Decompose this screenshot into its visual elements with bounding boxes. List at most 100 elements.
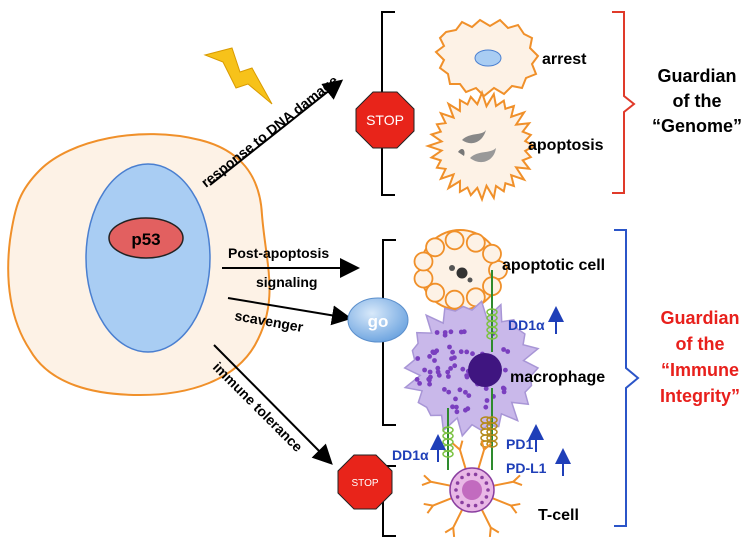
pd1-label: PD1 [506, 436, 533, 452]
macrophage-granule [454, 409, 460, 415]
t-cell-granule [484, 495, 489, 499]
t-cell [421, 440, 523, 538]
macrophage-granule [458, 349, 464, 355]
apoptotic-cell [413, 229, 508, 311]
guardian-genome-line-1: Guardian [657, 66, 736, 86]
dd1a-left-label: DD1α [392, 447, 429, 463]
t-cell-receptor-spike [477, 440, 492, 470]
macrophage-granule [450, 404, 455, 410]
macrophage-granule [448, 366, 453, 371]
t-cell-receptor-spike [493, 474, 523, 487]
go-ellipse [347, 297, 409, 343]
macrophage-granule [445, 369, 451, 375]
apoptotic-bleb [425, 282, 446, 303]
t-cell-granule [486, 488, 490, 492]
macrophage-label: macrophage [510, 369, 605, 386]
guardian-immune-line-4: Integrity” [660, 386, 740, 406]
t-cell-receptor-spike [492, 497, 521, 514]
scavenger-arrow [227, 297, 352, 326]
immune-tolerance-label: immune tolerance [210, 359, 306, 455]
arrest-label: arrest [542, 51, 587, 68]
dd1a-right-label: DD1α [508, 317, 545, 333]
macrophage-granule [430, 349, 436, 355]
t-cell-nucleus [462, 480, 482, 500]
t-cell-receptor-spike [480, 509, 500, 538]
macrophage-granule [415, 356, 421, 361]
macrophage [403, 300, 540, 438]
apoptosis-fragment-3 [458, 149, 465, 156]
t-cell-granule [473, 503, 478, 508]
t-cell-receptor-spike [444, 509, 464, 538]
macrophage-granule [450, 349, 455, 355]
macrophage-granule [414, 377, 420, 382]
go-label: go [368, 312, 389, 331]
macrophage-granule [483, 404, 489, 410]
apoptosis-fragment-1 [462, 130, 486, 144]
macrophage-granule [448, 329, 454, 335]
immune-bracket [614, 229, 640, 527]
macrophage-granule [432, 358, 437, 363]
macrophage-granule [446, 389, 452, 395]
t-cell-granule [454, 488, 458, 492]
macrophage-granule [484, 398, 490, 403]
debris-large [456, 267, 468, 279]
apoptotic-bleb [425, 237, 446, 258]
macrophage-granule [435, 365, 441, 371]
apoptotic-bleb [444, 289, 465, 310]
t-cell-receptor-spike [421, 474, 451, 487]
guardian-immune-line-3: “Immune [661, 360, 739, 380]
apoptotic-bleb [413, 251, 434, 272]
t-cell-receptor-spike [423, 497, 452, 514]
macrophage-granule [501, 347, 506, 352]
stop-bottom-label: STOP [351, 478, 378, 489]
macrophage-granule [501, 389, 507, 395]
macrophage-granule [447, 344, 452, 350]
post-apoptosis-label-1: Post-apoptosis [228, 245, 329, 261]
macrophage-granule [452, 363, 458, 369]
macrophage-granule [428, 374, 433, 380]
receptor-domain [486, 440, 498, 448]
macrophage-granule [470, 351, 475, 357]
t-cell-granule [455, 481, 460, 485]
guardian-immune-line-1: Guardian [660, 308, 739, 328]
receptor-domain [480, 434, 492, 442]
apoptotic-bleb [444, 230, 465, 251]
stop-sign-bottom [337, 454, 393, 510]
t-cell-granule [473, 472, 478, 477]
macrophage-granule [434, 330, 440, 335]
macrophage-granule [453, 396, 458, 402]
receptor-domain [442, 450, 454, 458]
p53-label: p53 [131, 230, 160, 249]
arrest-nucleus [474, 49, 502, 67]
t-cell-granule [484, 481, 489, 485]
receptor-domain [480, 428, 492, 436]
lightning-bolt-icon [203, 47, 273, 105]
macrophage-granule [427, 369, 433, 375]
guardian-genome-line-3: “Genome” [652, 116, 742, 136]
macrophage-granule [442, 330, 448, 335]
macrophage-granule [464, 349, 470, 355]
dna-damage-label: response to DNA damage [198, 72, 341, 190]
apoptosis-cell [424, 89, 537, 203]
apoptotic-cell-label: apoptotic cell [502, 257, 605, 274]
macrophage-granule [503, 367, 508, 373]
macrophage-nucleus [468, 353, 502, 387]
macrophage-granule [435, 369, 441, 375]
stop-top-label: STOP [366, 112, 404, 128]
macrophage-granule [427, 381, 432, 387]
macrophage-granule [454, 404, 459, 410]
t-cell-granule [466, 472, 471, 477]
macrophage-granule [457, 387, 463, 393]
stop-sign-top [355, 91, 415, 149]
apoptosis-fragment-2 [470, 148, 496, 163]
macrophage-granule [458, 329, 464, 335]
t-cell-granule [480, 500, 484, 505]
macrophage-granule [460, 366, 466, 372]
t-cell-granule [460, 475, 464, 480]
apoptotic-bleb [465, 232, 486, 253]
apoptotic-bleb [482, 243, 502, 264]
macrophage-granule [505, 349, 511, 354]
debris-small-2 [467, 277, 473, 283]
guardian-immune-line-2: of the [676, 334, 725, 354]
